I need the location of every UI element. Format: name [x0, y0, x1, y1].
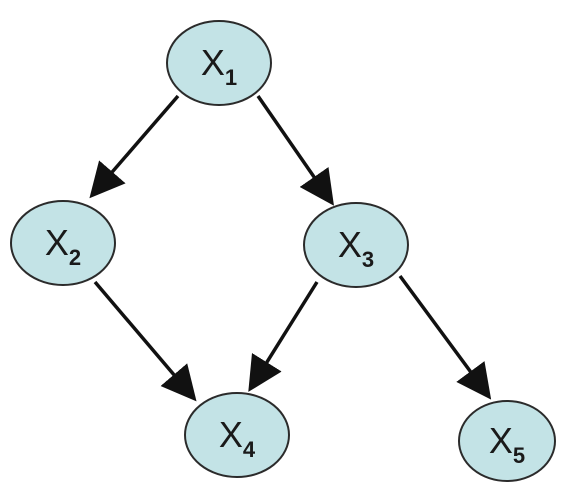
edge-x3-x4 [248, 281, 319, 392]
edge-x1-x2 [89, 94, 180, 199]
edge-x2-x4 [93, 280, 197, 402]
node-x1: X1 [166, 20, 272, 106]
node-x5: X5 [458, 400, 556, 482]
node-x2-label: X2 [45, 222, 81, 270]
node-x1-ellipse [166, 20, 272, 106]
edges-group [89, 94, 492, 402]
edge-x1-x3 [256, 95, 334, 206]
node-x3-label: X3 [338, 224, 374, 272]
edge-x3-x5 [398, 274, 492, 400]
node-x2: X2 [10, 200, 116, 286]
node-x5-label: X5 [489, 420, 525, 468]
node-x4: X4 [184, 392, 290, 478]
node-x4-ellipse [184, 392, 290, 478]
node-x3: X3 [303, 202, 409, 288]
node-x4-label: X4 [219, 414, 256, 462]
node-x1-label: X1 [201, 42, 237, 90]
node-x3-ellipse [303, 202, 409, 288]
node-x2-ellipse [10, 200, 116, 286]
node-x5-ellipse [458, 400, 556, 482]
